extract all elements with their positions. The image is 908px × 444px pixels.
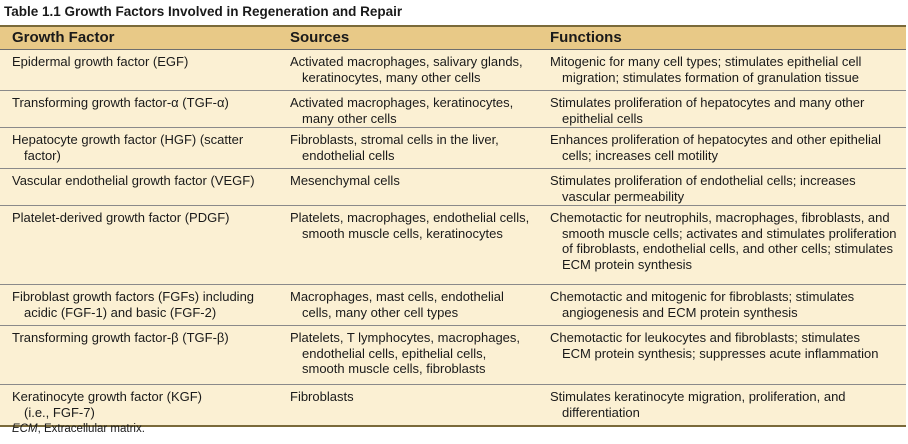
cell-line: Fibroblast growth factors (FGFs) includi… (12, 289, 255, 304)
table-body: Epidermal growth factor (EGF) Activated m… (0, 50, 906, 427)
growth-factor-table: Growth Factor Sources Functions Epiderma… (0, 25, 906, 427)
cell-line: angiogenesis and ECM protein synthesis (562, 304, 798, 320)
functions-cell: Stimulates proliferation of endothelial … (550, 169, 906, 205)
cell-line: Macrophages, mast cells, endothelial (290, 289, 504, 304)
functions-cell: Stimulates keratinocyte migration, proli… (550, 385, 906, 425)
functions-cell: Stimulates proliferation of hepatocytes … (550, 91, 906, 127)
table-title: Table 1.1 Growth Factors Involved in Reg… (4, 4, 403, 19)
functions-cell: Mitogenic for many cell types; stimulate… (550, 50, 906, 90)
table-header-row: Growth Factor Sources Functions (0, 27, 906, 50)
functions-cell: Chemotactic for leukocytes and fibroblas… (550, 326, 906, 384)
cell-line: ECM protein synthesis (562, 256, 693, 272)
column-header-sources: Sources (290, 29, 350, 47)
cell-line: ECM protein synthesis; suppresses acute … (562, 345, 879, 361)
sources-cell: Fibroblasts (290, 385, 550, 425)
sources-cell: Mesenchymal cells (290, 169, 550, 205)
sources-cell: Platelets, macrophages, endothelial cell… (290, 206, 550, 284)
growth-factor-cell: Vascular endothelial growth factor (VEGF… (0, 169, 290, 205)
table-row: Keratinocyte growth factor (KGF)(i.e., F… (0, 385, 906, 427)
cell-line: differentiation (562, 404, 640, 420)
growth-factor-cell: Platelet-derived growth factor (PDGF) (0, 206, 290, 284)
cell-line: Stimulates proliferation of hepatocytes … (550, 95, 865, 110)
sources-cell: Fibroblasts, stromal cells in the liver,… (290, 128, 550, 168)
cell-line: Platelets, T lymphocytes, macrophages, (290, 330, 521, 345)
sources-cell: Platelets, T lymphocytes, macrophages,en… (290, 326, 550, 384)
cell-line: smooth muscle cells, keratinocytes (302, 225, 503, 241)
cell-line: keratinocytes, many other cells (302, 69, 481, 85)
cell-line: Fibroblasts, stromal cells in the liver, (290, 132, 499, 147)
sources-cell: Activated macrophages, salivary glands,k… (290, 50, 550, 90)
cell-line: Chemotactic and mitogenic for fibroblast… (550, 289, 855, 304)
cell-line: Enhances proliferation of hepatocytes an… (550, 132, 881, 147)
growth-factor-cell: Fibroblast growth factors (FGFs) includi… (0, 285, 290, 325)
cell-line: Vascular endothelial growth factor (VEGF… (12, 173, 255, 188)
cell-line: Stimulates proliferation of endothelial … (550, 173, 856, 188)
table-row: Vascular endothelial growth factor (VEGF… (0, 169, 906, 206)
cell-line: acidic (FGF-1) and basic (FGF-2) (24, 304, 217, 320)
cell-line: vascular permeability (562, 188, 685, 204)
cell-line: factor) (24, 147, 61, 163)
cell-line: cells, many other cell types (302, 304, 459, 320)
cell-line: Stimulates keratinocyte migration, proli… (550, 389, 846, 404)
column-header-functions: Functions (550, 29, 622, 47)
table-footnote: ECM, Extracellular matrix. (12, 423, 145, 435)
cell-line: Hepatocyte growth factor (HGF) (scatter (12, 132, 244, 147)
cell-line: Epidermal growth factor (EGF) (12, 54, 189, 69)
table-row: Fibroblast growth factors (FGFs) includi… (0, 285, 906, 326)
cell-line: Activated macrophages, keratinocytes, (290, 95, 514, 110)
table-row: Platelet-derived growth factor (PDGF) Pla… (0, 206, 906, 285)
cell-line: Fibroblasts (290, 389, 354, 404)
footnote-text: , Extracellular matrix. (37, 423, 145, 435)
cell-line: Platelet-derived growth factor (PDGF) (12, 210, 230, 225)
cell-line: smooth muscle cells, fibroblasts (302, 361, 486, 376)
table-row: Epidermal growth factor (EGF) Activated m… (0, 50, 906, 91)
growth-factor-cell: Keratinocyte growth factor (KGF)(i.e., F… (0, 385, 290, 425)
cell-line: of fibroblasts, endothelial cells, and o… (562, 241, 893, 256)
cell-line: Transforming growth factor-α (TGF-α) (12, 95, 229, 110)
cell-line: cells; increases cell motility (562, 147, 719, 163)
cell-line: Activated macrophages, salivary glands, (290, 54, 523, 69)
cell-line: Chemotactic for leukocytes and fibroblas… (550, 330, 860, 345)
cell-line: Mesenchymal cells (290, 173, 400, 188)
sources-cell: Activated macrophages, keratinocytes,man… (290, 91, 550, 127)
cell-line: (i.e., FGF-7) (24, 404, 95, 420)
table-row: Transforming growth factor-α (TGF-α) Acti… (0, 91, 906, 128)
column-header-growth-factor: Growth Factor (12, 29, 115, 47)
footnote-abbreviation: ECM (12, 423, 38, 435)
cell-line: Keratinocyte growth factor (KGF) (12, 389, 203, 404)
cell-line: epithelial cells (562, 110, 643, 126)
cell-line: Platelets, macrophages, endothelial cell… (290, 210, 530, 225)
cell-line: endothelial cells, epithelial cells, (302, 345, 487, 361)
cell-line: Chemotactic for neutrophils, macrophages… (550, 210, 890, 225)
functions-cell: Chemotactic and mitogenic for fibroblast… (550, 285, 906, 325)
growth-factor-cell: Transforming growth factor-β (TGF-β) (0, 326, 290, 384)
cell-line: many other cells (302, 110, 397, 126)
cell-line: Transforming growth factor-β (TGF-β) (12, 330, 229, 345)
cell-line: smooth muscle cells; activates and stimu… (562, 225, 897, 241)
cell-line: migration; stimulates formation of granu… (562, 69, 859, 85)
growth-factor-cell: Transforming growth factor-α (TGF-α) (0, 91, 290, 127)
functions-cell: Chemotactic for neutrophils, macrophages… (550, 206, 906, 284)
growth-factor-cell: Epidermal growth factor (EGF) (0, 50, 290, 90)
table-row: Transforming growth factor-β (TGF-β) Plat… (0, 326, 906, 385)
cell-line: endothelial cells (302, 147, 395, 163)
functions-cell: Enhances proliferation of hepatocytes an… (550, 128, 906, 168)
cell-line: Mitogenic for many cell types; stimulate… (550, 54, 862, 69)
